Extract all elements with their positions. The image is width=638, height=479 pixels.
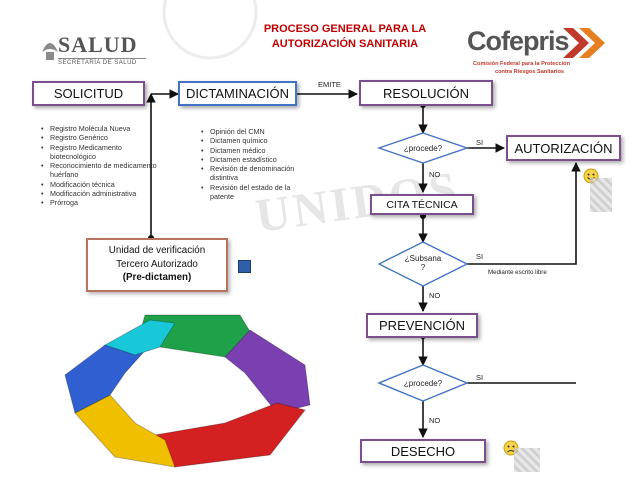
unidad-line-1: Unidad de verificación	[108, 245, 206, 256]
cofepris-name: Cofepris	[467, 26, 570, 56]
list-item: Modificación administrativa	[41, 189, 160, 199]
salud-divider	[58, 58, 146, 59]
node-cita-tecnica-label: CITA TÉCNICA	[386, 198, 458, 211]
node-resolucion: RESOLUCIÓN	[359, 80, 493, 106]
connector-subsana-si	[467, 162, 581, 265]
node-dictaminacion: DICTAMINACIÓN	[178, 81, 297, 106]
list-item: Dictamen médico	[201, 146, 305, 156]
node-solicitud: SOLICITUD	[32, 81, 145, 106]
dictaminacion-list: Opinión del CMN Dictamen químico Dictame…	[200, 127, 305, 201]
decision-procede-1-label: ¿procede?	[403, 144, 443, 153]
unidad-line-2: Tercero Autorizado	[116, 258, 198, 270]
node-autorizacion-label: AUTORIZACIÓN	[514, 140, 613, 156]
cofepris-arrows-icon	[563, 28, 605, 58]
node-desecho: DESECHO	[360, 439, 486, 463]
title-line-2: AUTORIZACIÓN SANITARIA	[271, 38, 419, 50]
edge-label-no-2: NO	[429, 291, 441, 300]
list-item: Registro Molécula Nueva	[41, 124, 160, 134]
cycle-center	[128, 356, 252, 424]
cofepris-subtitle-1: Comisión Federal para la Protección	[473, 61, 570, 67]
list-item: Modificación técnica	[41, 180, 160, 190]
node-prevencion: PREVENCIÓN	[366, 313, 478, 338]
node-dictaminacion-label: DICTAMINACIÓN	[185, 86, 290, 101]
salud-name: SALUD	[58, 32, 138, 57]
decision-procede-2-label: ¿procede?	[403, 379, 443, 388]
list-item: Dictamen químico	[201, 136, 305, 146]
cofepris-subtitle-2: contra Riesgos Sanitarios	[495, 69, 565, 75]
decision-procede-2	[377, 364, 469, 402]
blurred-image	[514, 448, 540, 472]
unidad-line-3: (Pre-dictamen)	[122, 272, 192, 283]
node-solicitud-label: SOLICITUD	[53, 86, 124, 101]
list-item: Registro Medicamento biotecnológico	[41, 143, 160, 162]
edge-label-no-1: NO	[429, 170, 441, 179]
cycle-arrows-graphic	[64, 314, 311, 468]
node-autorizacion: AUTORIZACIÓN	[506, 135, 621, 161]
unidad-verificacion-box: Unidad de verificación Tercero Autorizad…	[86, 238, 228, 292]
node-cita-tecnica: CITA TÉCNICA	[370, 194, 474, 215]
edge-label-si-2: SI	[476, 252, 484, 261]
salud-subtitle: SECRETARÍA DE SALUD	[58, 60, 137, 66]
solicitud-list: Registro Molécula Nueva Registro Genéric…	[40, 124, 160, 208]
list-item: Revisión de denominación distintiva	[201, 164, 305, 183]
blurred-image	[590, 178, 612, 212]
decision-subsana-label: ¿Subsana ?	[388, 254, 458, 272]
list-item: Opinión del CMN	[201, 127, 305, 137]
node-desecho-label: DESECHO	[390, 443, 456, 459]
page-title: PROCESO GENERAL PARA LA AUTORIZACIÓN SAN…	[230, 22, 460, 52]
watermark-seal	[162, 0, 258, 60]
edge-label-emite: EMITE	[318, 80, 341, 89]
edge-label-no-3: NO	[429, 416, 441, 425]
decision-subsana	[377, 241, 469, 287]
list-item: Revisión del estado de la patente	[201, 183, 305, 202]
edge-label-si-3: SI	[476, 373, 484, 382]
edge-label-mediante: Mediante escrito libre	[488, 269, 547, 276]
blue-square-icon	[238, 260, 251, 273]
salud-emblem	[42, 43, 58, 60]
cycle-segment-cyan	[103, 319, 176, 356]
list-item: Prórroga	[41, 198, 160, 208]
decision-procede-1	[376, 132, 470, 164]
title-line-1: PROCESO GENERAL PARA LA	[263, 23, 427, 35]
node-resolucion-label: RESOLUCIÓN	[383, 85, 469, 101]
list-item: Registro Genérico	[41, 133, 160, 143]
edge-label-si-1: SI	[476, 138, 484, 147]
decision-subsana-line-1: ¿Subsana	[404, 254, 442, 263]
list-item: Reconocimiento de medicamento huérfano	[41, 161, 160, 180]
decision-subsana-line-2: ?	[420, 263, 426, 272]
node-prevencion-label: PREVENCIÓN	[379, 318, 465, 333]
salud-logo: SALUD SECRETARÍA DE SALUD	[38, 30, 148, 70]
list-item: Dictamen estadístico	[201, 155, 305, 165]
cofepris-logo: Cofepris Comisión Federal para la Protec…	[465, 26, 615, 80]
